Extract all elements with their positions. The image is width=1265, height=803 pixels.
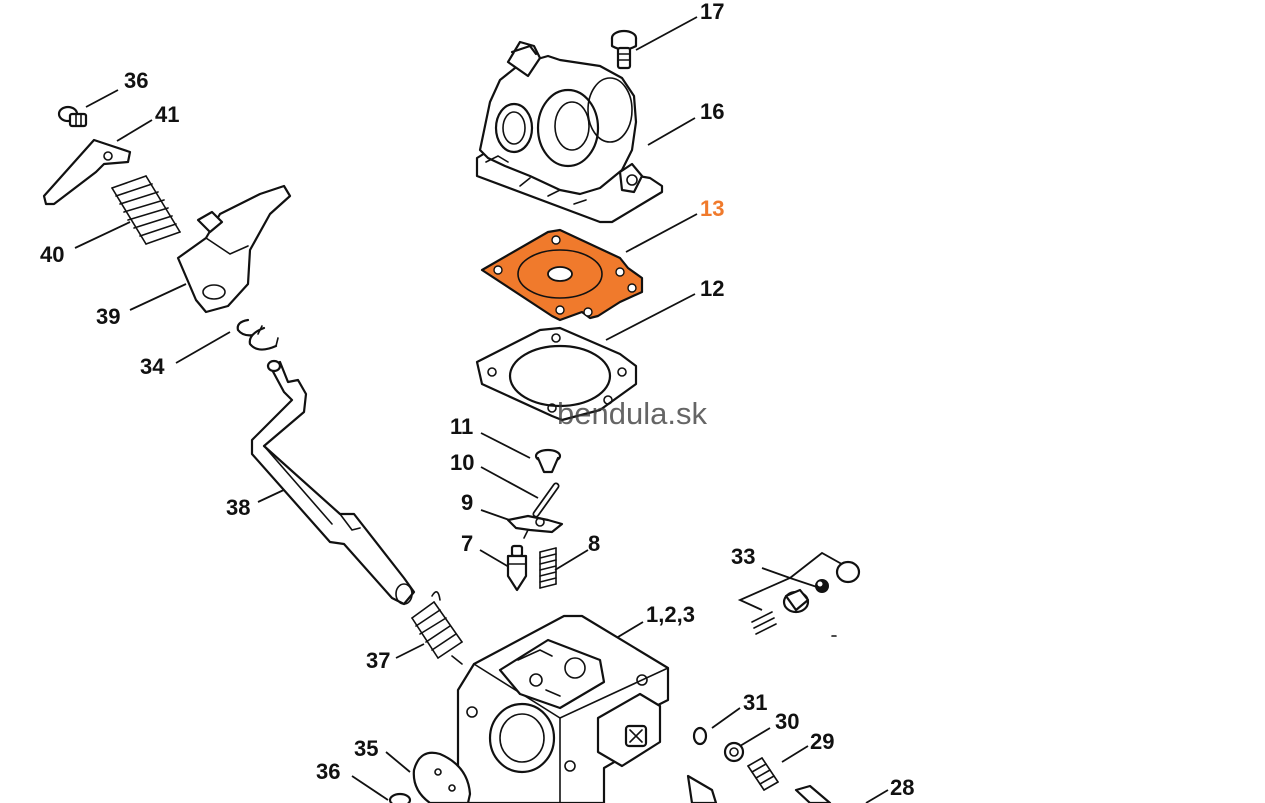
part-35-choke-plate [412, 751, 472, 803]
part-1-2-3-carburetor-body [456, 614, 670, 803]
label-41: 41 [155, 102, 179, 127]
part-29-spring [747, 757, 779, 791]
label-13: 13 [700, 196, 724, 221]
label-28: 28 [890, 775, 914, 800]
label-36-top: 36 [124, 68, 148, 93]
part-36-screw-top [57, 105, 88, 128]
part-11-screw [534, 448, 562, 474]
part-13-diaphragm [480, 228, 644, 322]
label-36-bottom: 36 [316, 759, 340, 784]
label-33: 33 [731, 544, 755, 569]
label-30: 30 [775, 709, 799, 734]
part-9-inlet-lever [506, 514, 564, 539]
label-11: 11 [450, 414, 473, 439]
part-12-gasket [475, 326, 638, 422]
label-10: 10 [450, 450, 474, 475]
part-17-screw [610, 29, 638, 70]
part-16-pump-cover [475, 40, 664, 224]
label-12: 12 [700, 276, 724, 301]
label-9: 9 [461, 490, 473, 515]
part-34-e-clips [236, 318, 279, 351]
label-34: 34 [140, 354, 165, 379]
part-10-pin [532, 482, 560, 518]
label-39: 39 [96, 304, 120, 329]
part-36-screw-bottom [388, 792, 412, 803]
label-38: 38 [226, 495, 250, 520]
part-31-o-ring [692, 726, 708, 746]
label-31: 31 [743, 690, 767, 715]
label-17: 17 [700, 0, 724, 24]
label-40: 40 [40, 242, 64, 267]
part-40-spring [111, 175, 181, 245]
part-37-spring [411, 591, 463, 665]
label-29: 29 [810, 729, 834, 754]
label-16: 16 [700, 99, 724, 124]
part-38-throttle-shaft [250, 359, 416, 606]
watermark-text: bendula.sk [557, 396, 707, 431]
label-35: 35 [354, 736, 378, 761]
label-8: 8 [588, 531, 600, 556]
part-labels: 17 16 13 12 11 10 9 8 7 1,2,3 33 31 30 2… [40, 0, 914, 800]
part-33-adjusting-assembly [751, 560, 861, 637]
label-37: 37 [366, 648, 390, 673]
part-7-inlet-needle [506, 544, 528, 592]
part-28-adjusting-screw [686, 774, 832, 803]
label-7: 7 [461, 531, 473, 556]
part-30-washer [723, 741, 745, 763]
part-41-lever [42, 138, 132, 206]
part-39-throttle-lever [176, 184, 292, 314]
label-1-2-3: 1,2,3 [646, 602, 695, 627]
part-8-spring [539, 547, 557, 589]
